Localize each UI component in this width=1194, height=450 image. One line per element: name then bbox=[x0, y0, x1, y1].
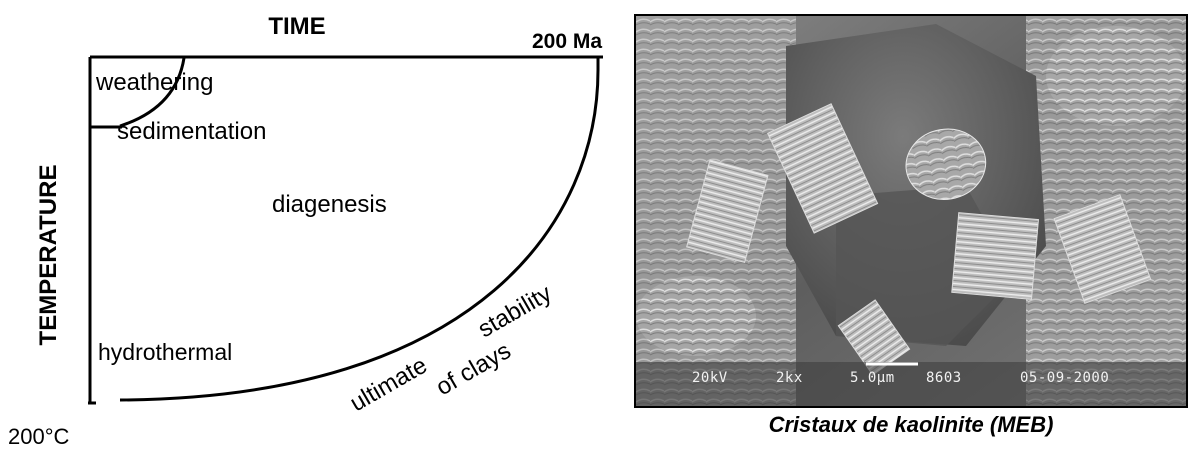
sem-voltage: 20kV bbox=[692, 370, 728, 386]
image-caption: Cristaux de kaolinite (MEB) bbox=[768, 412, 1054, 437]
kaolinite-crystals-image: 20kV 2kx 5.0µm 8603 05-09-2000 bbox=[636, 16, 1186, 406]
region-diagenesis: diagenesis bbox=[272, 191, 387, 218]
boundary-label-ultimate: ultimate bbox=[346, 352, 432, 417]
boundary-label-of-clays: of clays bbox=[432, 337, 516, 401]
sem-scale: 5.0µm bbox=[850, 370, 895, 386]
sem-image-number: 8603 bbox=[926, 370, 962, 386]
temperature-axis-label: TEMPERATURE bbox=[35, 165, 62, 346]
region-weathering: weathering bbox=[95, 69, 213, 96]
sem-micrograph: 20kV 2kx 5.0µm 8603 05-09-2000 bbox=[634, 14, 1188, 408]
region-sedimentation: sedimentation bbox=[117, 118, 266, 145]
ultimate-stability-curve bbox=[119, 69, 600, 402]
clay-stability-diagram: TIME 200 Ma TEMPERATURE 200°C weathering… bbox=[8, 13, 603, 449]
time-axis-label: TIME bbox=[268, 13, 325, 40]
weathering-boundary bbox=[119, 57, 186, 128]
sem-magnification: 2kx bbox=[776, 370, 803, 386]
sem-date: 05-09-2000 bbox=[1020, 370, 1109, 386]
top-right-label: 200 Ma bbox=[532, 30, 602, 53]
boundary-label-stability: stability bbox=[474, 280, 557, 343]
region-hydrothermal: hydrothermal bbox=[98, 339, 232, 365]
bottom-left-label: 200°C bbox=[8, 424, 70, 449]
